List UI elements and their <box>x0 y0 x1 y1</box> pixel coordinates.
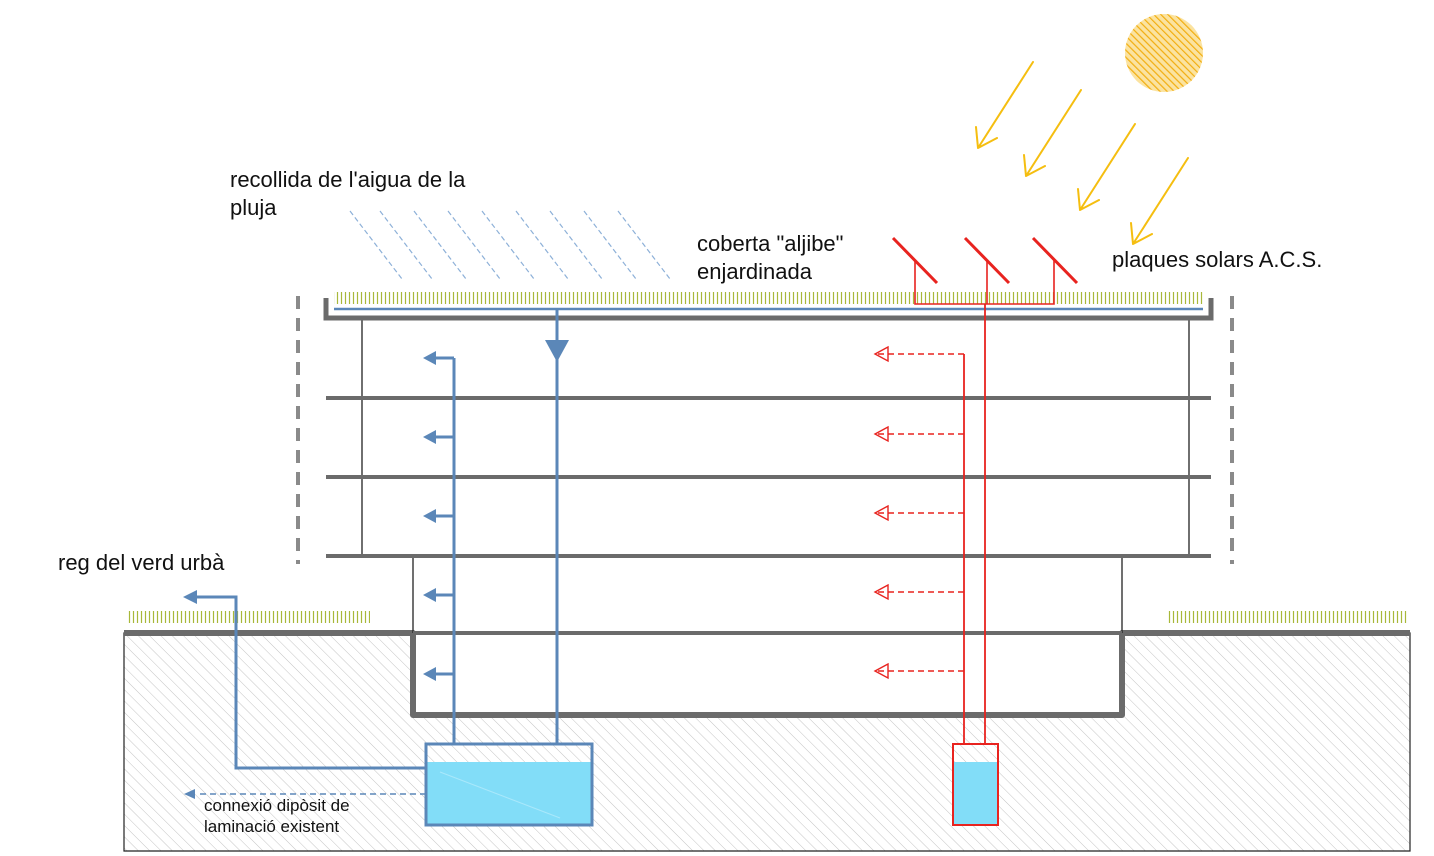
reuse-supply-arrow-head <box>423 667 436 681</box>
lamination-label-line2: laminació existent <box>204 817 340 837</box>
rain-streak <box>549 210 603 280</box>
solar-hot-water-system <box>873 236 1079 826</box>
rainwater-tank-fill <box>426 762 592 825</box>
sun-icon <box>1125 14 1203 92</box>
sun-rays <box>975 61 1189 245</box>
rain-streak <box>481 210 535 280</box>
irrigation-arrow-head <box>183 590 197 604</box>
irrigation-pipe <box>196 595 426 770</box>
rain-streak <box>515 210 569 280</box>
reuse-supply-arrow-head <box>423 430 436 444</box>
building <box>296 292 1234 635</box>
hot-water-supply-arrow-head <box>873 583 889 601</box>
ground-surface-line <box>124 630 1410 718</box>
rain-streak <box>413 210 467 280</box>
hot-water-supply-arrow-head <box>873 345 889 363</box>
hot-water-tank-fill <box>953 762 998 824</box>
roof-vegetation <box>334 292 1203 304</box>
lamination-arrow-head <box>184 789 195 799</box>
rain <box>349 210 671 280</box>
hot-water-supply-arrow-head <box>873 425 889 443</box>
rain-streak <box>349 210 403 280</box>
hot-water-tank <box>952 743 999 826</box>
hot-water-supply-arrow-head <box>873 504 889 522</box>
rain-streak <box>379 210 433 280</box>
roof-label: coberta "aljibe" enjardinada <box>697 230 843 285</box>
roof-label-line2: enjardinada <box>697 258 812 284</box>
rain-collection-label: recollida de l'aigua de la pluja <box>230 166 465 221</box>
lamination-connection-label: connexió dipòsit de laminació existent <box>204 795 350 838</box>
street-vegetation-left <box>128 611 370 623</box>
lamination-label-line1: connexió dipòsit de <box>204 796 350 815</box>
rain-streak <box>447 210 501 280</box>
hot-water-supply-arrows <box>873 345 964 680</box>
rain-streak <box>583 210 637 280</box>
rainwater-tank <box>424 742 594 827</box>
rainwater-tank-reflection <box>439 771 561 819</box>
sun-ray-arrow <box>1077 123 1136 211</box>
rainwater-system <box>183 309 594 827</box>
hot-water-supply-arrow-head <box>873 662 889 680</box>
reuse-supply-arrow-head <box>423 509 436 523</box>
reuse-supply-arrows <box>423 351 454 681</box>
sun-group <box>975 14 1203 245</box>
street-vegetation-right <box>1168 611 1408 623</box>
solar-panels-label: plaques solars A.C.S. <box>1112 247 1323 272</box>
sun-ray-arrow <box>975 61 1034 149</box>
rain-collection-label-line1: recollida de l'aigua de la <box>230 167 466 192</box>
reuse-supply-arrow-head <box>423 588 436 602</box>
urban-irrigation-label: reg del verd urbà <box>58 550 225 575</box>
sun-ray-arrow <box>1130 157 1189 245</box>
rain-streak <box>617 210 671 280</box>
rain-collection-label-line2: pluja <box>230 194 277 220</box>
roof-label-line1: coberta "aljibe" <box>697 231 844 256</box>
roof-slab <box>323 298 1214 321</box>
reuse-supply-arrow-head <box>423 351 436 365</box>
solar-panel <box>1031 236 1079 285</box>
downpipe-arrow-head <box>545 340 569 362</box>
sun-ray-arrow <box>1023 89 1082 177</box>
